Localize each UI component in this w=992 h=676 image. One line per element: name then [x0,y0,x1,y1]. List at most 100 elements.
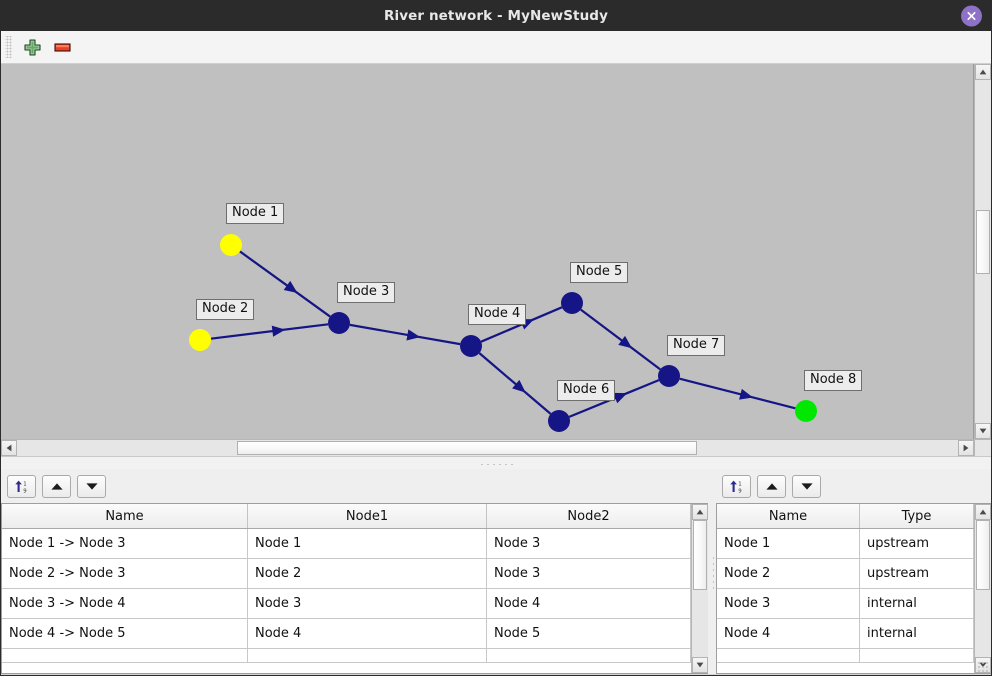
graph-node-label-n6[interactable]: Node 6 [557,380,616,401]
graph-node-n6[interactable] [548,410,570,432]
table-cell[interactable] [2,648,248,663]
graph-node-n2[interactable] [189,329,211,351]
graph-node-n5[interactable] [561,292,583,314]
reaches-vscroll-thumb[interactable] [693,520,707,590]
graph-node-label-n8[interactable]: Node 8 [804,370,863,391]
table-cell[interactable]: Node 1 [247,528,487,559]
scroll-up-button[interactable] [975,64,991,80]
edge-n3-n4[interactable] [349,323,461,346]
scroll-right-button[interactable] [958,440,974,456]
table-cell[interactable]: upstream [859,558,974,589]
table-cell[interactable]: Node 3 [247,588,487,619]
table-cell[interactable]: upstream [859,528,974,559]
table-cell[interactable]: Node 3 [717,588,860,619]
table-cell[interactable]: Node 4 -> Node 5 [2,618,248,649]
table-cell[interactable]: Node 4 [717,618,860,649]
edge-n7-n8[interactable] [679,377,796,410]
network-diagram-canvas[interactable]: Node 1 Node 2 Node 3 Node 4 Node 5 Node 6 Node… [1,64,974,439]
nodes-vscroll-thumb[interactable] [976,520,990,590]
edge-n5-n7[interactable] [580,308,661,371]
edge-n2-n3[interactable] [210,323,329,340]
graph-node-label-n7[interactable]: Node 7 [667,335,726,356]
graph-node-label-n3[interactable]: Node 3 [337,282,396,303]
nodes-header-type[interactable]: Type [859,504,974,529]
table-cell[interactable] [859,648,974,663]
table-row[interactable] [717,648,974,663]
graph-node-n8[interactable] [795,400,817,422]
graph-node-n3[interactable] [328,312,350,334]
reaches-scroll-up-button[interactable] [692,504,708,520]
reaches-header-node1[interactable]: Node1 [247,504,487,529]
canvas-vscroll-thumb[interactable] [976,210,990,274]
table-cell[interactable]: Node 2 [717,558,860,589]
canvas-vscroll-track[interactable] [975,80,991,423]
graph-node-n4[interactable] [460,335,482,357]
add-node-button[interactable] [17,33,47,61]
nodes-vertical-scrollbar[interactable] [974,504,991,673]
table-cell[interactable]: Node 4 [247,618,487,649]
table-cell[interactable]: Node 3 [486,558,691,589]
window-resize-grip[interactable] [977,661,989,673]
table-cell[interactable]: Node 3 -> Node 4 [2,588,248,619]
reaches-header-node2[interactable]: Node2 [486,504,691,529]
nodes-move-down-button[interactable] [792,474,821,498]
scroll-left-button[interactable] [1,440,17,456]
canvas-horizontal-scrollbar[interactable] [1,439,974,456]
table-cell[interactable]: internal [859,618,974,649]
nodes-scroll-up-button[interactable] [975,504,991,520]
reaches-sort-button[interactable]: 1 9 [7,474,36,498]
horizontal-splitter[interactable] [1,456,991,469]
table-cell[interactable] [486,648,691,663]
table-row[interactable] [2,648,691,663]
vertical-splitter[interactable] [708,469,716,674]
canvas-hscroll-track[interactable] [17,440,958,456]
reaches-header-name[interactable]: Name [2,504,248,529]
toolbar-drag-handle[interactable] [5,36,12,58]
table-cell[interactable]: Node 2 [247,558,487,589]
canvas-vertical-scrollbar[interactable] [974,64,991,439]
nodes-header-name[interactable]: Name [717,504,860,529]
canvas-hscroll-thumb[interactable] [237,441,697,455]
reaches-vertical-scrollbar[interactable] [691,504,708,673]
reaches-scroll-down-button[interactable] [692,657,708,673]
triangle-up-icon [50,482,63,490]
nodes-vscroll-track[interactable] [975,520,991,657]
table-cell[interactable]: Node 3 [486,528,691,559]
reaches-move-down-button[interactable] [77,474,106,498]
edge-n1-n3[interactable] [239,250,331,318]
graph-node-n7[interactable] [658,365,680,387]
graph-node-label-n1[interactable]: Node 1 [226,203,285,224]
reaches-move-up-button[interactable] [42,474,71,498]
table-cell[interactable]: Node 2 -> Node 3 [2,558,248,589]
table-cell[interactable]: Node 1 -> Node 3 [2,528,248,559]
graph-node-label-n5[interactable]: Node 5 [570,262,629,283]
graph-node-label-n2[interactable]: Node 2 [196,299,255,320]
table-cell[interactable]: Node 1 [717,528,860,559]
remove-node-button[interactable] [47,33,77,61]
nodes-move-up-button[interactable] [757,474,786,498]
graph-node-label-n4[interactable]: Node 4 [468,304,527,325]
nodes-sort-button[interactable]: 1 9 [722,474,751,498]
graph-node-n1[interactable] [220,234,242,256]
close-icon[interactable] [961,5,982,27]
scroll-down-button[interactable] [975,423,991,439]
table-cell[interactable]: Node 5 [486,618,691,649]
edge-n4-n6[interactable] [478,352,552,415]
table-cell[interactable] [717,648,860,663]
graph-area: Node 1 Node 2 Node 3 Node 4 Node 5 Node 6 Node… [1,64,991,456]
table-cell[interactable]: internal [859,588,974,619]
reaches-vscroll-track[interactable] [692,520,708,657]
table-cell[interactable]: Node 4 [486,588,691,619]
table-cell[interactable] [247,648,487,663]
